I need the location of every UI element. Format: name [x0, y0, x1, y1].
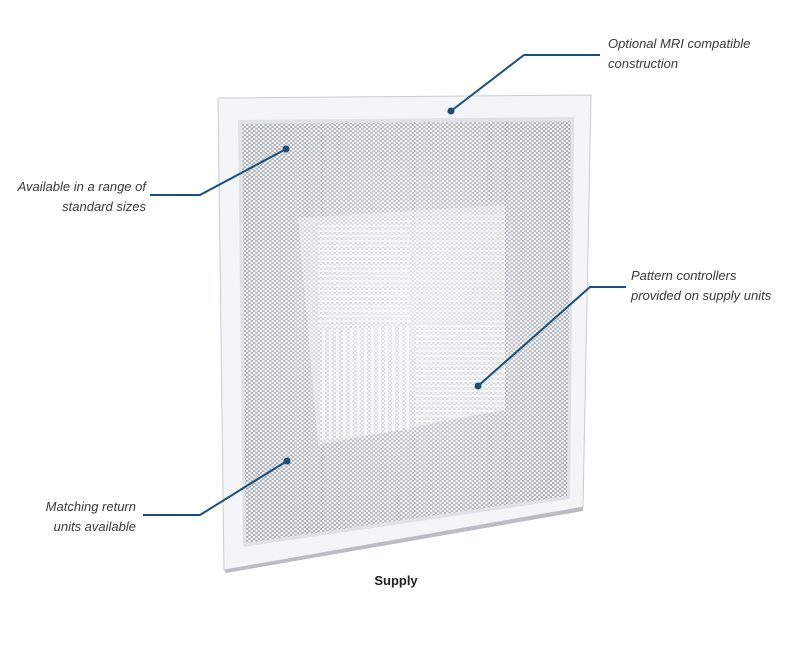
callout-dot — [282, 145, 290, 153]
callout-text: Pattern controllers — [631, 268, 737, 283]
callout-line-mri — [450, 54, 600, 112]
callout-dot — [283, 457, 291, 465]
callout-text: Matching return — [45, 499, 136, 514]
callout-text: construction — [608, 56, 679, 71]
callout-pattern: Pattern controllers provided on supply u… — [631, 266, 771, 306]
caption: Supply — [374, 573, 418, 588]
callout-mri: Optional MRI compatible construction — [608, 34, 750, 74]
callout-text: provided on supply units — [631, 288, 772, 303]
callout-lines — [143, 54, 626, 516]
callout-dot — [474, 382, 482, 390]
perforated-face — [242, 121, 571, 543]
callout-text: standard sizes — [62, 199, 146, 214]
callout-sizes: Available in a range of standard sizes — [0, 177, 146, 217]
callout-line-sizes — [150, 148, 287, 196]
callout-line-return — [143, 460, 288, 516]
callout-text: units available — [53, 519, 136, 534]
callout-return: Matching return units available — [0, 497, 136, 537]
callout-line-pattern — [477, 286, 626, 387]
callout-dot — [447, 107, 455, 115]
callout-text: Available in a range of — [17, 179, 146, 194]
callout-text: Optional MRI compatible — [608, 36, 751, 51]
